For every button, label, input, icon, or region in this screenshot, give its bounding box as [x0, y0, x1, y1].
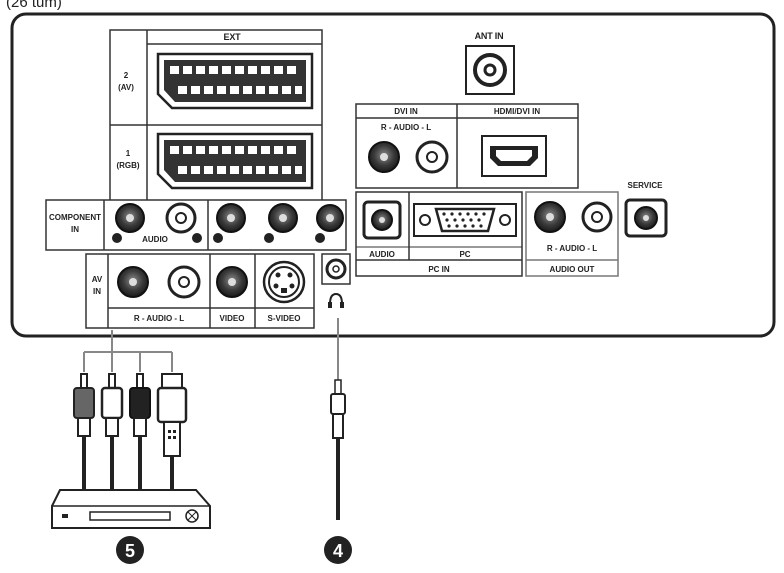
ant-in-jack-icon[interactable] [473, 53, 507, 87]
rca-plug-audio-l-icon [100, 373, 124, 490]
caption: (26 tum) [6, 0, 62, 11]
audio-out-label: AUDIO OUT [550, 265, 595, 274]
component-y-jack-icon[interactable] [216, 203, 246, 233]
rca-plug-video-icon [129, 373, 151, 490]
ext-label: EXT [224, 32, 242, 42]
audio-out-r-jack-icon[interactable] [534, 201, 566, 233]
dvi-audio-r-jack-icon[interactable] [368, 141, 400, 173]
av-in-section: AV IN R - AUDIO - L VIDEO S-VIDEO [85, 253, 315, 329]
component-pb-jack-icon[interactable] [268, 203, 298, 233]
component-audio-l-jack-icon[interactable] [165, 202, 197, 234]
ant-in-label: ANT IN [475, 31, 504, 41]
pc-vga-port-icon[interactable] [413, 203, 517, 237]
callout-4-text: 4 [333, 541, 343, 561]
callout-5-text: 5 [125, 541, 135, 561]
dvi-in-label: DVI IN [394, 107, 418, 116]
av-audio-l-jack-icon[interactable] [167, 265, 201, 299]
scart2-connector-icon[interactable] [156, 52, 314, 110]
ant-in-section: ANT IN [465, 31, 515, 95]
scart2-label: 2 [124, 71, 129, 80]
headphone-icon [329, 292, 343, 305]
callout-5-badge: 5 [116, 536, 144, 564]
service-label: SERVICE [628, 181, 664, 190]
av-cable-bundle [73, 330, 188, 490]
hdmi-port-icon[interactable] [481, 135, 547, 177]
scart1-label: 1 [126, 149, 131, 158]
component-pr-jack-icon[interactable] [316, 204, 344, 232]
dvi-audio-label: R - AUDIO - L [381, 123, 431, 132]
headphone-jack-section [321, 253, 351, 308]
s-video-plug-icon [156, 373, 188, 490]
scart1-connector-icon[interactable] [156, 132, 314, 190]
component-in-label-1: COMPONENT [49, 213, 101, 222]
audio-out-l-jack-icon[interactable] [581, 201, 613, 233]
av-device-icon [51, 489, 211, 529]
pc-audio-jack-icon[interactable] [362, 200, 402, 240]
av-in-label-1: AV [92, 275, 103, 284]
dvi-audio-l-jack-icon[interactable] [415, 140, 449, 174]
scart2-sub-label: (AV) [118, 83, 134, 92]
av-audio-r-jack-icon[interactable] [117, 266, 149, 298]
headphone-jack-icon[interactable] [325, 258, 347, 280]
component-in-label-2: IN [71, 225, 79, 234]
hdmi-dvi-in-label: HDMI/DVI IN [494, 107, 540, 116]
av-in-label-2: IN [93, 287, 101, 296]
audio-out-section: R - AUDIO - L AUDIO OUT [525, 191, 619, 277]
component-audio-r-jack-icon[interactable] [115, 203, 145, 233]
callout-4-badge: 4 [324, 536, 352, 564]
component-in-section: COMPONENT IN AUDIO [45, 199, 347, 251]
service-section: SERVICE [624, 181, 668, 238]
pc-audio-label: AUDIO [369, 250, 395, 259]
s-video-label: S-VIDEO [268, 314, 301, 323]
scart1-sub-label: (RGB) [116, 161, 139, 170]
audio-out-lr-label: R - AUDIO - L [547, 244, 597, 253]
headphone-cable [330, 318, 346, 520]
pc-in-label: PC IN [428, 265, 450, 274]
av-video-jack-icon[interactable] [216, 266, 248, 298]
s-video-jack-icon[interactable] [262, 260, 306, 304]
rca-plug-audio-r-icon [73, 373, 95, 490]
video-label: VIDEO [220, 314, 245, 323]
av-audio-label: R - AUDIO - L [134, 314, 184, 323]
pc-label: PC [459, 250, 470, 259]
pc-in-section: AUDIO PC PC IN [355, 191, 523, 277]
ext-section: EXT 2 (AV) 1 (RGB) [109, 29, 323, 207]
dvi-hdmi-section: DVI IN HDMI/DVI IN R - AUDIO - L [355, 103, 579, 189]
component-audio-label: AUDIO [142, 235, 168, 244]
service-port-icon[interactable] [624, 198, 668, 238]
